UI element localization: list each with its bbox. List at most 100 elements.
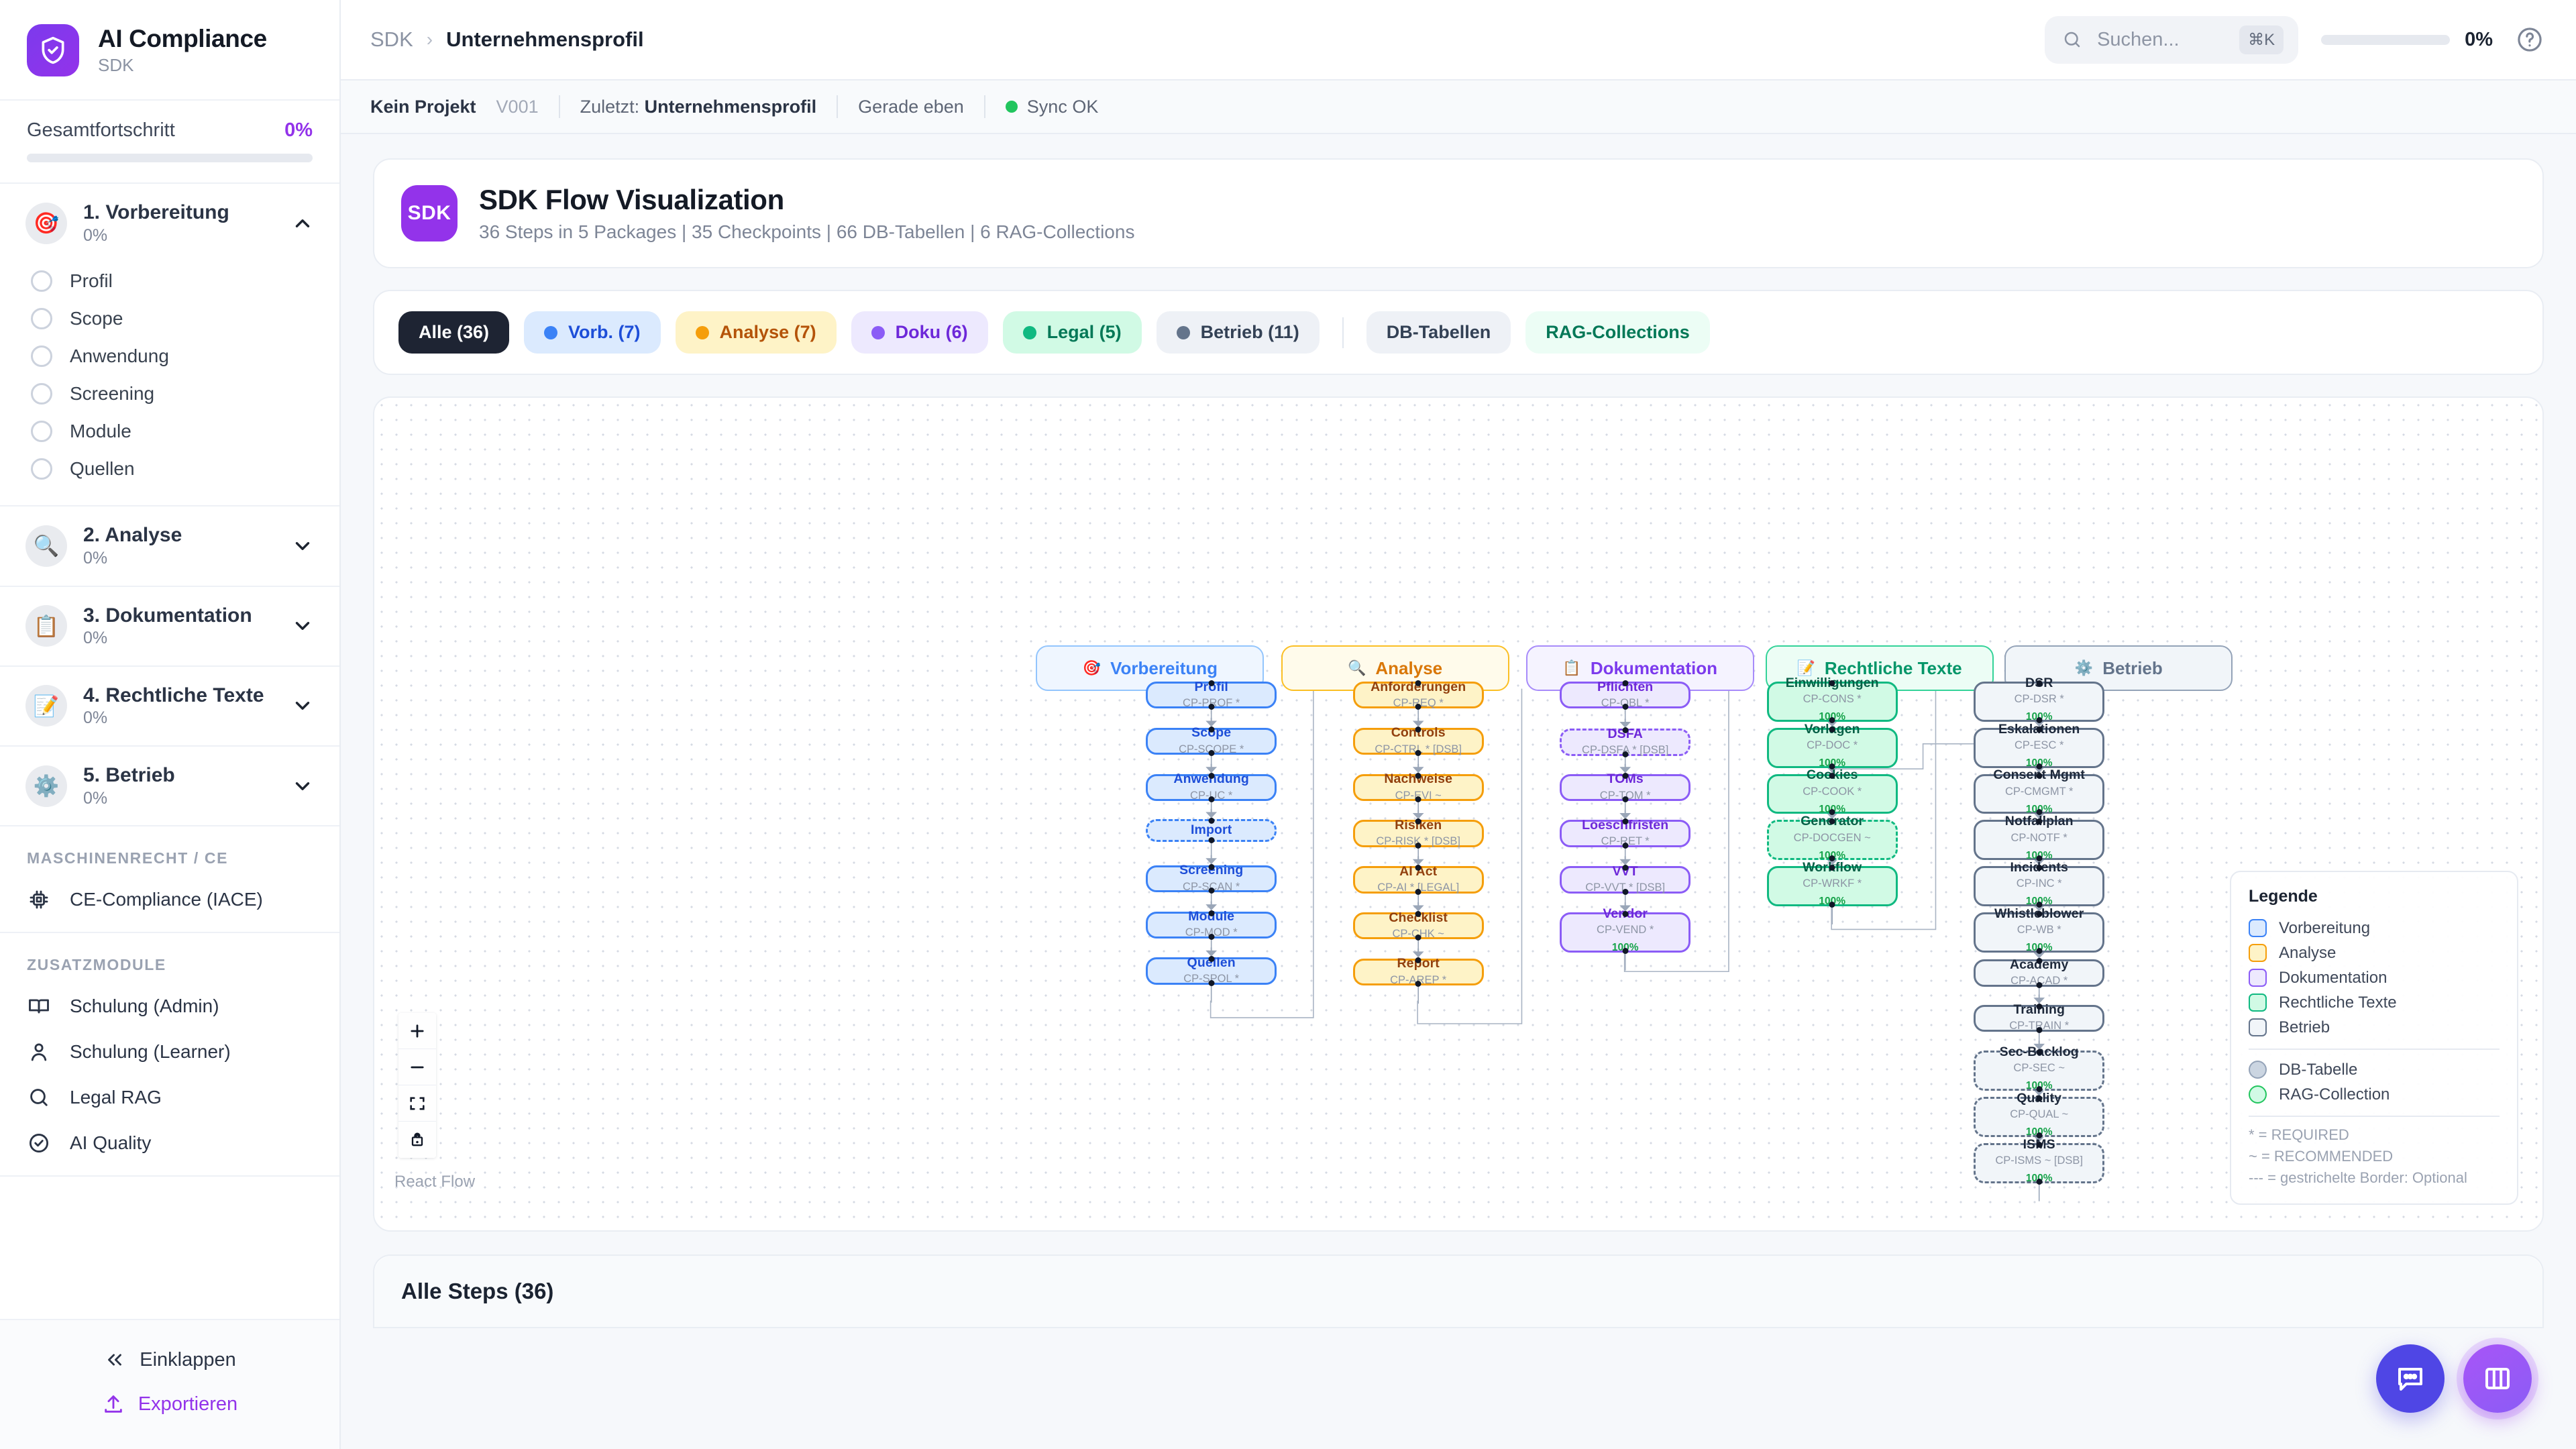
node-handle-bottom[interactable] bbox=[1415, 934, 1421, 941]
node-handle-bottom[interactable] bbox=[1415, 704, 1421, 710]
filter-pill-rag-collections[interactable]: RAG-Collections bbox=[1525, 311, 1710, 354]
flow-node-dsr[interactable]: DSRCP-DSR *100% bbox=[1974, 676, 2105, 723]
node-handle-top[interactable] bbox=[2036, 1095, 2043, 1102]
node-handle-bottom[interactable] bbox=[2036, 947, 2043, 954]
node-handle-bottom[interactable] bbox=[2036, 1086, 2043, 1093]
brand-header[interactable]: AI Compliance SDK bbox=[0, 0, 339, 101]
node-handle-top[interactable] bbox=[1415, 957, 1421, 963]
node-handle-bottom[interactable] bbox=[2036, 1026, 2043, 1033]
node-handle-top[interactable] bbox=[1208, 817, 1215, 824]
sidebar-item-screening[interactable]: Screening bbox=[0, 375, 339, 413]
node-handle-top[interactable] bbox=[2036, 772, 2043, 779]
node-handle-bottom[interactable] bbox=[2036, 1132, 2043, 1138]
breadcrumb-root[interactable]: SDK bbox=[370, 28, 413, 51]
node-handle-bottom[interactable] bbox=[1622, 751, 1629, 757]
node-handle-top[interactable] bbox=[1622, 911, 1629, 918]
panel-fab[interactable] bbox=[2463, 1344, 2532, 1413]
flow-node-vorlagen[interactable]: VorlagenCP-DOC *100% bbox=[1766, 722, 1898, 769]
node-handle-bottom[interactable] bbox=[2036, 1178, 2043, 1185]
node-handle-bottom[interactable] bbox=[1622, 947, 1629, 954]
node-handle-top[interactable] bbox=[1829, 680, 1835, 687]
sidebar-item-quellen[interactable]: Quellen bbox=[0, 450, 339, 488]
node-handle-top[interactable] bbox=[1415, 865, 1421, 871]
zoom-in-button[interactable] bbox=[398, 1013, 436, 1049]
node-handle-bottom[interactable] bbox=[2036, 855, 2043, 862]
filter-pill-betrieb-11[interactable]: Betrieb (11) bbox=[1156, 311, 1320, 354]
node-handle-bottom[interactable] bbox=[1829, 902, 1835, 908]
node-handle-top[interactable] bbox=[2036, 958, 2043, 965]
node-handle-bottom[interactable] bbox=[1415, 796, 1421, 803]
node-handle-bottom[interactable] bbox=[1622, 842, 1629, 849]
node-handle-top[interactable] bbox=[2036, 680, 2043, 687]
flow-node-incidents[interactable]: IncidentsCP-INC *100% bbox=[1974, 860, 2105, 908]
node-handle-top[interactable] bbox=[2036, 726, 2043, 733]
node-handle-top[interactable] bbox=[1208, 910, 1215, 916]
node-handle-top[interactable] bbox=[2036, 1141, 2043, 1148]
node-handle-bottom[interactable] bbox=[1208, 933, 1215, 940]
node-handle-top[interactable] bbox=[2036, 818, 2043, 825]
node-handle-bottom[interactable] bbox=[1415, 750, 1421, 757]
node-handle-bottom[interactable] bbox=[2036, 981, 2043, 988]
node-handle-top[interactable] bbox=[1622, 865, 1629, 871]
filter-pill-doku-6[interactable]: Doku (6) bbox=[851, 311, 988, 354]
flow-node-workflow[interactable]: WorkflowCP-WRKF *100% bbox=[1766, 860, 1898, 908]
node-handle-bottom[interactable] bbox=[2036, 763, 2043, 769]
node-handle-top[interactable] bbox=[1415, 680, 1421, 687]
node-handle-top[interactable] bbox=[1622, 727, 1629, 734]
node-handle-top[interactable] bbox=[1415, 911, 1421, 918]
node-handle-top[interactable] bbox=[1208, 680, 1215, 687]
node-handle-top[interactable] bbox=[1829, 772, 1835, 779]
node-handle-top[interactable] bbox=[1208, 956, 1215, 963]
node-handle-top[interactable] bbox=[1415, 772, 1421, 779]
node-handle-bottom[interactable] bbox=[1622, 796, 1629, 803]
flow-node-generator[interactable]: GeneratorCP-DOCGEN ~100% bbox=[1766, 814, 1898, 862]
node-handle-top[interactable] bbox=[1415, 818, 1421, 825]
node-handle-bottom[interactable] bbox=[1829, 809, 1835, 816]
node-handle-bottom[interactable] bbox=[1829, 763, 1835, 769]
search-input[interactable]: Suchen... ⌘K bbox=[2045, 15, 2299, 64]
flow-node-sec-backlog[interactable]: Sec-BacklogCP-SEC ~100% bbox=[1974, 1044, 2105, 1093]
question-circle-icon[interactable] bbox=[2516, 25, 2544, 54]
filter-pill-db-tabellen[interactable]: DB-Tabellen bbox=[1366, 311, 1511, 354]
nav-item-schulung-learner[interactable]: Schulung (Learner) bbox=[0, 1029, 339, 1075]
nav-item-ai-quality[interactable]: AI Quality bbox=[0, 1120, 339, 1166]
node-handle-bottom[interactable] bbox=[1622, 888, 1629, 895]
node-handle-bottom[interactable] bbox=[1208, 704, 1215, 710]
filter-pill-alle-36[interactable]: Alle (36) bbox=[398, 311, 510, 354]
node-handle-top[interactable] bbox=[2036, 1049, 2043, 1056]
node-handle-bottom[interactable] bbox=[1208, 796, 1215, 803]
export-button[interactable]: Exportieren bbox=[0, 1382, 339, 1426]
sidebar-item-profil[interactable]: Profil bbox=[0, 262, 339, 300]
node-handle-bottom[interactable] bbox=[1208, 750, 1215, 757]
node-handle-bottom[interactable] bbox=[2036, 716, 2043, 723]
node-handle-top[interactable] bbox=[1208, 772, 1215, 779]
node-handle-top[interactable] bbox=[1415, 726, 1421, 733]
node-handle-top[interactable] bbox=[1622, 772, 1629, 779]
node-handle-bottom[interactable] bbox=[1829, 716, 1835, 723]
filter-pill-legal-5[interactable]: Legal (5) bbox=[1002, 311, 1142, 354]
node-handle-bottom[interactable] bbox=[1208, 837, 1215, 844]
sidebar-item-scope[interactable]: Scope bbox=[0, 300, 339, 337]
flow-node-isms[interactable]: ISMSCP-ISMS ~ [DSB]100% bbox=[1974, 1137, 2105, 1185]
node-handle-bottom[interactable] bbox=[2036, 902, 2043, 908]
node-handle-top[interactable] bbox=[1829, 726, 1835, 733]
node-handle-top[interactable] bbox=[2036, 911, 2043, 918]
node-handle-bottom[interactable] bbox=[1208, 888, 1215, 894]
